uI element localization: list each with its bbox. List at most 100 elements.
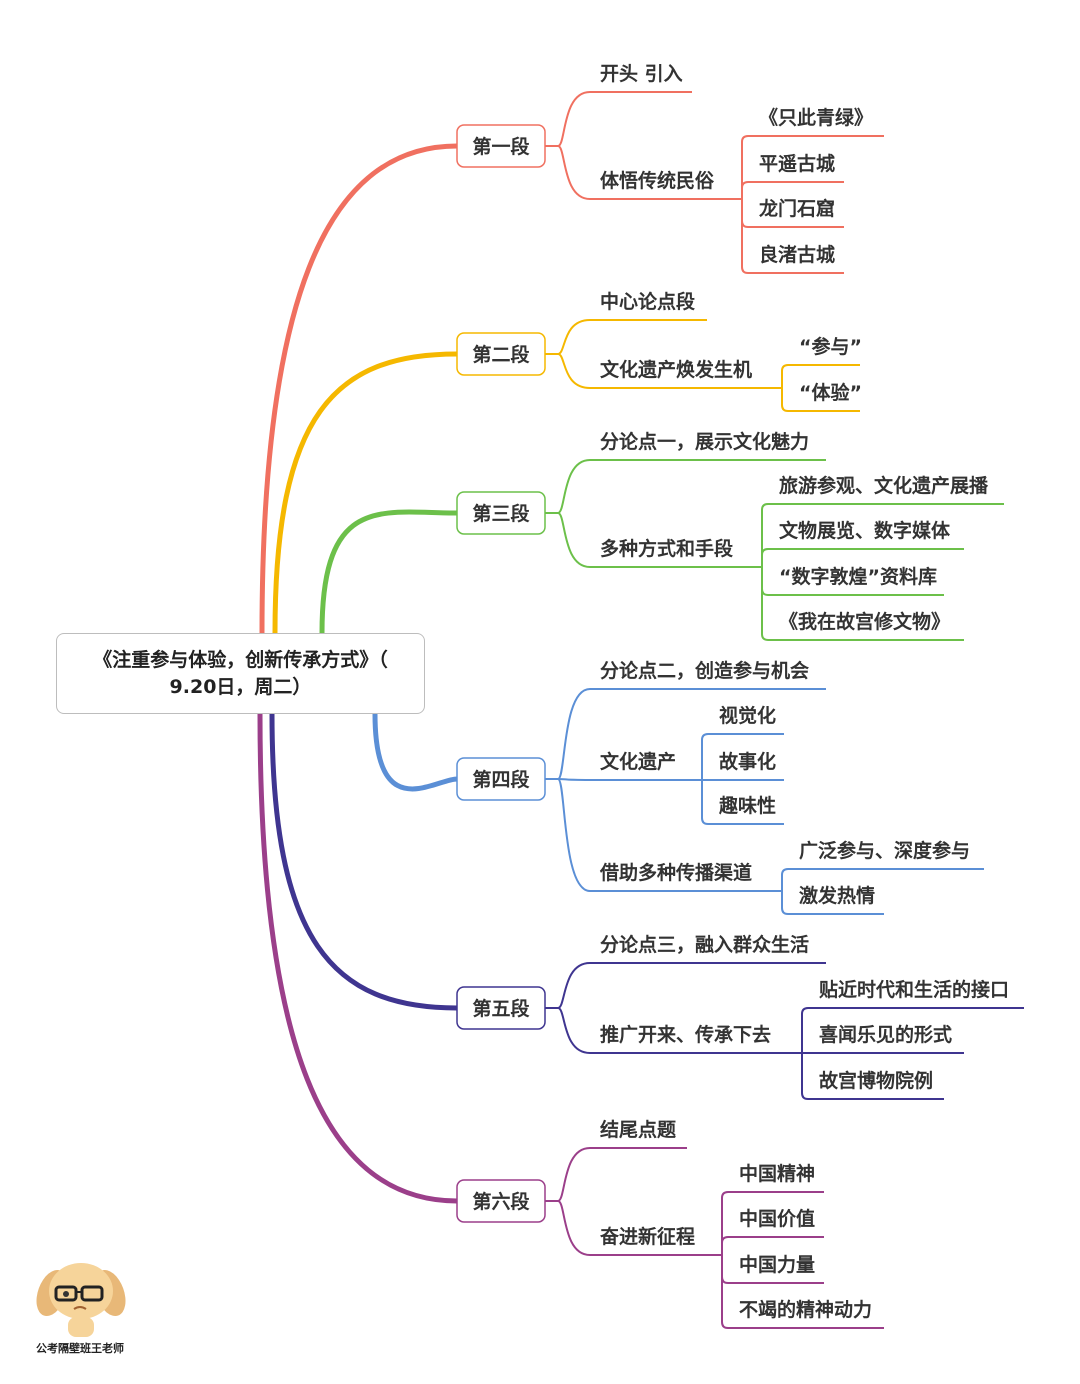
grandchild-connector [701, 733, 784, 741]
grandchild-node[interactable]: 趣味性 [718, 794, 776, 817]
grandchild-node[interactable]: 激发热情 [799, 884, 875, 907]
child-node[interactable]: 推广开来、传承下去 [600, 1023, 771, 1046]
grandchild-label: 激发热情 [799, 884, 875, 907]
section-node[interactable]: 第四段 [456, 757, 546, 801]
grandchild-node[interactable]: 《只此青绿》 [759, 106, 873, 129]
grandchild-node[interactable]: “参与” [799, 335, 862, 358]
grandchild-node[interactable]: 广泛参与、深度参与 [799, 839, 970, 862]
grandchild-connector [721, 1191, 824, 1199]
grandchild-label: 广泛参与、深度参与 [799, 839, 970, 862]
grandchild-node[interactable]: 中国精神 [739, 1162, 815, 1185]
section-node[interactable]: 第五段 [456, 986, 546, 1030]
grandchild-connector [761, 588, 944, 596]
grandchild-label: 中国价值 [739, 1207, 815, 1230]
grandchild-label: 中国精神 [739, 1162, 815, 1185]
grandchild-node[interactable]: 中国力量 [739, 1253, 815, 1276]
section-node[interactable]: 第二段 [456, 332, 546, 376]
child-label: 多种方式和手段 [600, 537, 734, 560]
grandchild-label: 故宫博物院例 [819, 1069, 933, 1092]
child-connector [545, 145, 742, 200]
main-branch-line [272, 351, 460, 636]
grandchild-node[interactable]: 旅游参观、文化遗产展播 [779, 474, 989, 497]
section-label: 第一段 [472, 135, 530, 158]
grandchild-connector [781, 404, 860, 412]
section-node[interactable]: 第一段 [456, 124, 546, 168]
grandchild-node[interactable]: 龙门石窟 [759, 197, 835, 220]
root-date: 9.20日，周二） [169, 675, 312, 698]
section-label: 第五段 [472, 997, 530, 1020]
child-node[interactable]: 多种方式和手段 [600, 537, 734, 560]
grandchild-label: 贴近时代和生活的接口 [819, 978, 1009, 1001]
child-node[interactable]: 分论点二，创造参与机会 [600, 659, 809, 682]
grandchild-node[interactable]: 《我在故宫修文物》 [779, 610, 950, 633]
child-node[interactable]: 开头 引入 [600, 63, 683, 85]
child-label: 开头 引入 [600, 63, 683, 85]
child-connector [545, 1007, 802, 1054]
grandchild-connector [701, 817, 784, 825]
main-branch-line [257, 711, 460, 1204]
grandchild-label: 不竭的精神动力 [739, 1298, 872, 1321]
section-label: 第六段 [472, 1190, 530, 1213]
child-connector [545, 1147, 687, 1202]
grandchild-label: 龙门石窟 [759, 197, 835, 220]
child-connector [545, 962, 826, 1009]
grandchild-node[interactable]: 不竭的精神动力 [739, 1298, 872, 1321]
child-label: 体悟传统民俗 [600, 169, 715, 192]
child-node[interactable]: 体悟传统民俗 [600, 169, 715, 192]
grandchild-node[interactable]: 喜闻乐见的形式 [819, 1023, 952, 1046]
child-connector [545, 512, 762, 568]
grandchild-connector [761, 633, 964, 641]
grandchild-node[interactable]: 视觉化 [719, 704, 776, 727]
main-branch-line [319, 509, 460, 636]
grandchild-node[interactable]: 故事化 [719, 750, 776, 773]
child-label: 文化遗产 [600, 750, 676, 773]
section-node[interactable]: 第三段 [456, 491, 546, 535]
grandchild-node[interactable]: “体验” [799, 381, 862, 404]
grandchild-connector [741, 181, 844, 189]
section-node[interactable]: 第六段 [456, 1179, 546, 1223]
child-label: 文化遗产焕发生机 [600, 358, 752, 381]
grandchild-label: 平遥古城 [759, 152, 835, 175]
child-node[interactable]: 中心论点段 [600, 290, 696, 313]
child-node[interactable]: 分论点三，融入群众生活 [600, 933, 809, 956]
grandchild-connector [721, 1276, 824, 1284]
grandchild-node[interactable]: 故宫博物院例 [819, 1069, 933, 1092]
child-label: 推广开来、传承下去 [600, 1023, 771, 1046]
grandchild-node[interactable]: “数字敦煌”资料库 [779, 565, 937, 588]
child-node[interactable]: 借助多种传播渠道 [599, 861, 752, 884]
child-connector [545, 91, 692, 147]
grandchild-connector [721, 1321, 884, 1329]
child-label: 分论点一，展示文化魅力 [600, 430, 809, 453]
child-node[interactable]: 分论点一，展示文化魅力 [600, 430, 809, 453]
child-node[interactable]: 结尾点题 [600, 1118, 676, 1141]
section-label: 第四段 [472, 768, 530, 791]
grandchild-node[interactable]: 中国价值 [739, 1207, 815, 1230]
root-topic[interactable]: 《注重参与体验，创新传承方式》（ 9.20日，周二） [56, 633, 425, 714]
grandchild-node[interactable]: 贴近时代和生活的接口 [819, 978, 1009, 1001]
grandchild-connector [741, 220, 844, 228]
child-node[interactable]: 文化遗产焕发生机 [600, 358, 752, 381]
grandchild-connector [761, 503, 1004, 511]
grandchild-label: 故事化 [719, 750, 776, 773]
grandchild-label: 中国力量 [739, 1253, 815, 1276]
grandchild-connector [741, 135, 884, 143]
child-label: 中心论点段 [600, 290, 696, 313]
grandchild-node[interactable]: 良渚古城 [759, 243, 835, 266]
main-branch-line [372, 711, 460, 792]
child-node[interactable]: 文化遗产 [600, 750, 676, 773]
grandchild-node[interactable]: 平遥古城 [759, 152, 835, 175]
child-connector [545, 319, 707, 355]
grandchild-label: “参与” [799, 335, 862, 358]
grandchild-label: “体验” [799, 381, 862, 404]
grandchild-node[interactable]: 文物展览、数字媒体 [779, 519, 951, 542]
child-node[interactable]: 奋进新征程 [599, 1225, 695, 1248]
grandchild-connector [721, 1236, 824, 1244]
grandchild-label: 旅游参观、文化遗产展播 [779, 474, 989, 497]
mascot-dog-logo [36, 1263, 126, 1337]
